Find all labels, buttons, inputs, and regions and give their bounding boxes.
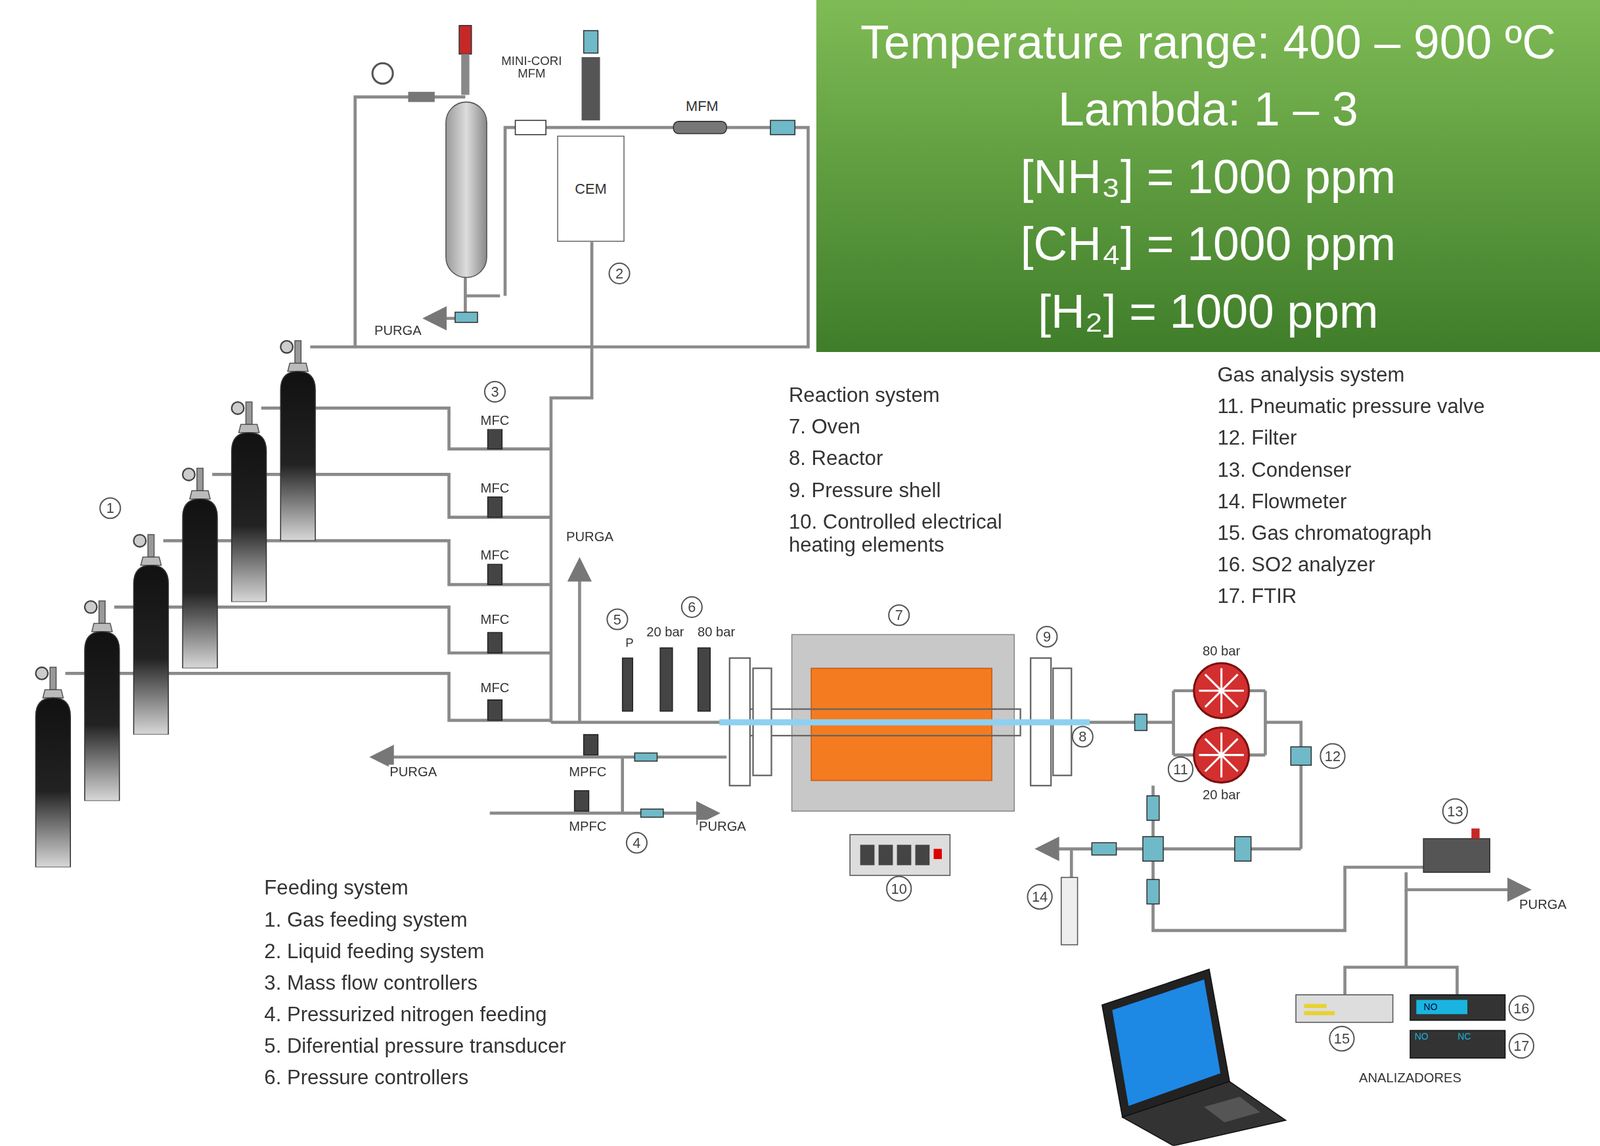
part-label: 80 bar bbox=[696, 625, 736, 641]
legend-text: 12. Filter bbox=[1217, 426, 1297, 450]
callout-circle bbox=[1027, 884, 1052, 910]
callout-number: 8 bbox=[1078, 728, 1087, 745]
callout-circle bbox=[1443, 798, 1468, 823]
callout-number: 6 bbox=[687, 599, 696, 616]
legend-text: Gas analysis system bbox=[1217, 363, 1405, 387]
callout-circle bbox=[681, 597, 703, 618]
part-label: PURGA bbox=[697, 819, 747, 835]
legend-text: 4. Pressurized nitrogen feeding bbox=[264, 1002, 547, 1027]
legend-text: Reaction system bbox=[788, 383, 940, 408]
part-label: MFC bbox=[479, 413, 511, 429]
callout-circle bbox=[1329, 1026, 1354, 1051]
part-label: NO bbox=[1423, 1001, 1438, 1013]
legend-text: 6. Pressure controllers bbox=[264, 1066, 469, 1090]
callout-number: 10 bbox=[891, 880, 908, 898]
part-label: MPFC bbox=[568, 764, 608, 780]
part-label: MFC bbox=[479, 548, 511, 564]
legend-text: 1. Gas feeding system bbox=[264, 908, 467, 933]
callout-number: 2 bbox=[615, 265, 624, 282]
node-text: Temperature range: 400 – 900 ºC bbox=[860, 7, 1556, 76]
callout-number: 1 bbox=[106, 499, 115, 517]
part-label: MPFC bbox=[568, 819, 608, 835]
part-label: 20 bar bbox=[1201, 788, 1241, 804]
part-label: PURGA bbox=[373, 323, 423, 339]
node-text: [CH₄] = 1000 ppm bbox=[1020, 209, 1396, 278]
callout-number: 9 bbox=[1043, 628, 1051, 645]
callout-circle bbox=[608, 263, 630, 284]
callout-circle bbox=[99, 497, 121, 519]
legend-text: 10. Controlled electrical heating elemen… bbox=[788, 510, 1055, 557]
callout-circle bbox=[484, 381, 506, 402]
part-label: MFC bbox=[479, 681, 511, 697]
part-label: 20 bar bbox=[645, 625, 686, 641]
callout-circle bbox=[888, 604, 910, 626]
part-label: NC bbox=[1457, 1031, 1471, 1042]
legend-text: 16. SO2 analyzer bbox=[1217, 553, 1375, 577]
node-text: Lambda: 1 – 3 bbox=[1058, 74, 1359, 143]
legend-text: 8. Reactor bbox=[788, 446, 883, 471]
callout-number: 3 bbox=[490, 383, 499, 400]
callout-number: 15 bbox=[1333, 1030, 1350, 1047]
node-text: [H₂] = 1000 ppm bbox=[1037, 277, 1378, 345]
part-label: MFC bbox=[479, 612, 511, 628]
node-text: CEM bbox=[574, 179, 607, 198]
callout-circle bbox=[1509, 995, 1534, 1021]
part-label: P bbox=[624, 637, 636, 651]
callout-number: 16 bbox=[1513, 999, 1530, 1017]
part-label: MFM bbox=[685, 97, 720, 115]
part-label: 80 bar bbox=[1201, 644, 1241, 660]
legend-text: 3. Mass flow controllers bbox=[264, 971, 478, 996]
cem-box: CEM bbox=[556, 135, 625, 243]
callout-number: 12 bbox=[1324, 748, 1341, 765]
callout-circle bbox=[626, 832, 647, 854]
part-label: NO bbox=[1414, 1031, 1429, 1042]
part-label: MFC bbox=[479, 481, 511, 497]
conditions-panel: Temperature range: 400 – 900 ºCLambda: 1… bbox=[816, 0, 1600, 353]
callout-circle bbox=[1036, 626, 1057, 647]
callout-number: 17 bbox=[1513, 1037, 1530, 1055]
callout-circle bbox=[886, 876, 912, 902]
callout-number: 14 bbox=[1031, 888, 1048, 906]
legend-text: Feeding system bbox=[264, 876, 408, 901]
callout-circle bbox=[1168, 757, 1193, 782]
callout-circle bbox=[1320, 744, 1345, 769]
legend-text: 9. Pressure shell bbox=[788, 478, 941, 503]
part-label: MINI-CORI MFM bbox=[495, 55, 568, 80]
legend-text: 11. Pneumatic pressure valve bbox=[1217, 394, 1485, 419]
callout-number: 13 bbox=[1446, 803, 1463, 820]
part-label: PURGA bbox=[388, 764, 439, 780]
callout-number: 7 bbox=[895, 606, 904, 624]
legend-text: 14. Flowmeter bbox=[1217, 489, 1347, 514]
legend-text: 13. Condenser bbox=[1217, 458, 1352, 483]
legend-text: 15. Gas chromatograph bbox=[1217, 521, 1432, 546]
legend-text: 2. Liquid feeding system bbox=[264, 939, 485, 964]
callout-number: 5 bbox=[613, 611, 622, 628]
callout-circle bbox=[1072, 726, 1093, 747]
legend-text: 17. FTIR bbox=[1217, 584, 1297, 609]
callout-number: 4 bbox=[632, 834, 641, 852]
node-text: [NH₃] = 1000 ppm bbox=[1020, 142, 1396, 211]
callout-circle bbox=[606, 608, 628, 630]
legend-text: 5. Diferential pressure transducer bbox=[264, 1034, 566, 1059]
callout-number: 11 bbox=[1173, 761, 1189, 778]
callout-circle bbox=[1509, 1033, 1534, 1059]
part-label: PURGA bbox=[564, 530, 615, 546]
legend-text: 7. Oven bbox=[788, 415, 861, 439]
part-label: ANALIZADORES bbox=[1357, 1071, 1463, 1087]
part-label: PURGA bbox=[1518, 897, 1568, 913]
